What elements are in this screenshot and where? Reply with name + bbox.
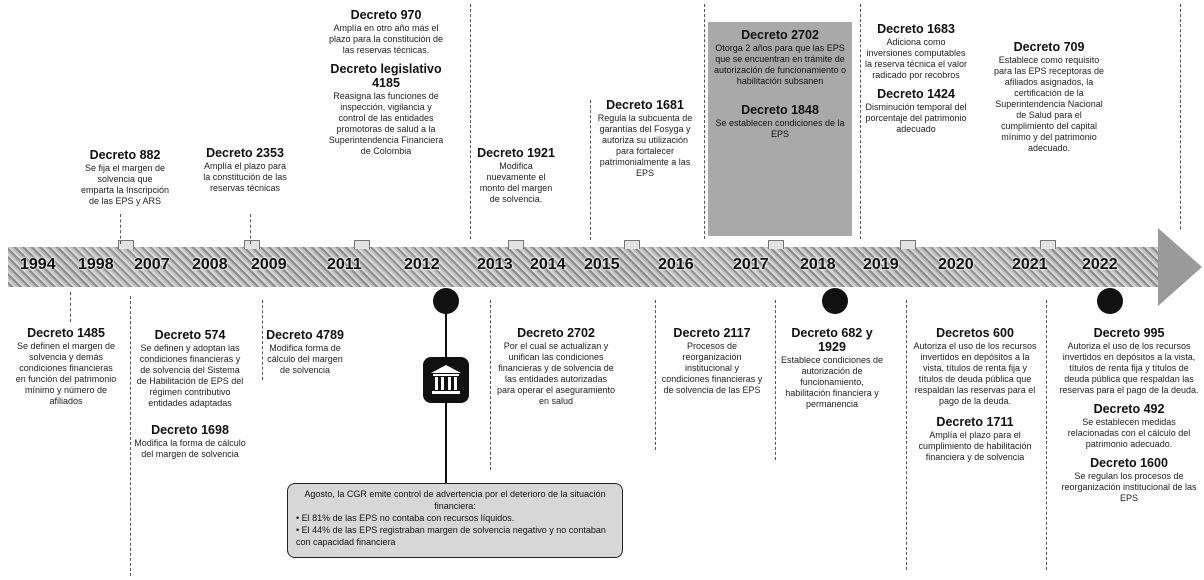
year-label: 2009 [251, 256, 287, 273]
year-label: 2012 [404, 256, 440, 273]
marker-tick [624, 240, 640, 249]
connector-line [1180, 4, 1181, 229]
connector-line [262, 300, 263, 380]
decree-1683-and-1424: Decreto 1683 Adiciona como inversiones c… [864, 22, 968, 134]
decree-574-and-1698: Decreto 574 Se definen y adoptan las con… [134, 328, 246, 459]
connector-line [655, 300, 656, 450]
year-label: 2015 [584, 256, 620, 273]
year-label: 2022 [1082, 256, 1118, 273]
year-label: 2007 [134, 256, 170, 273]
timeline-arrowhead [1158, 228, 1202, 306]
year-label: 2011 [327, 256, 362, 273]
decree-1921: Decreto 1921 Modifica nuevamente el mont… [477, 146, 555, 204]
bank-building-icon [423, 357, 469, 403]
year-label: 1998 [78, 256, 114, 273]
decree-4789: Decreto 4789 Modifica forma de cálculo d… [266, 328, 344, 375]
decree-2702-b: Decreto 2702 Por el cual se actualizan y… [496, 326, 616, 406]
decree-882: Decreto 882 Se fija el margen de solvenc… [80, 148, 170, 206]
year-label: 2008 [192, 256, 228, 273]
decree-600-and-1711: Decretos 600 Autoriza el uso de los recu… [913, 326, 1037, 462]
decree-2117: Decreto 2117 Procesos de reorganización … [661, 326, 763, 395]
icon-stem [445, 300, 447, 357]
connector-line [1046, 300, 1047, 570]
connector-line [120, 214, 121, 244]
connector-line [860, 4, 861, 239]
connector-line [130, 296, 131, 576]
connector-line [906, 300, 907, 570]
year-label: 2016 [658, 256, 694, 273]
connector-line [250, 214, 251, 244]
event-dot [1097, 288, 1123, 314]
event-dot [822, 288, 848, 314]
decree-2353: Decreto 2353 Amplía el plazo para la con… [203, 146, 287, 193]
decree-709: Decreto 709 Establece como requisito par… [993, 40, 1105, 153]
decree-1485: Decreto 1485 Se definen el margen de sol… [15, 326, 117, 406]
year-label: 2021 [1012, 256, 1048, 273]
year-label: 2020 [938, 256, 974, 273]
connector-line [70, 292, 71, 322]
marker-tick [118, 240, 134, 249]
connector-line [590, 100, 591, 240]
marker-tick [244, 240, 260, 249]
marker-tick [354, 240, 370, 249]
connector-line [704, 4, 705, 239]
year-label: 2019 [863, 256, 899, 273]
decree-1681: Decreto 1681 Regula la subcuenta de gara… [597, 98, 693, 178]
decree-2702-and-1848: Decreto 2702 Otorga 2 años para que las … [708, 22, 852, 236]
year-label: 2013 [477, 256, 513, 273]
year-label: 2014 [530, 256, 566, 273]
connector-line [470, 4, 471, 239]
decree-995-492-1600: Decreto 995 Autoriza el uso de los recur… [1059, 326, 1199, 503]
marker-tick [1040, 240, 1056, 249]
year-label: 2017 [733, 256, 769, 273]
marker-tick [508, 240, 524, 249]
marker-tick [900, 240, 916, 249]
year-label: 2018 [800, 256, 836, 273]
decree-970-and-4185: Decreto 970 Amplía en otro año más el pl… [328, 8, 444, 156]
timeline-arrow-band [8, 247, 1158, 287]
connector-line [775, 300, 776, 460]
cgr-warning-callout: Agosto, la CGR emite control de adverten… [287, 483, 623, 558]
icon-stem [445, 403, 447, 483]
decree-682-1929: Decreto 682 y 1929 Establece condiciones… [780, 326, 884, 409]
marker-tick [768, 240, 784, 249]
year-label: 1994 [20, 256, 56, 273]
connector-line [490, 300, 491, 470]
